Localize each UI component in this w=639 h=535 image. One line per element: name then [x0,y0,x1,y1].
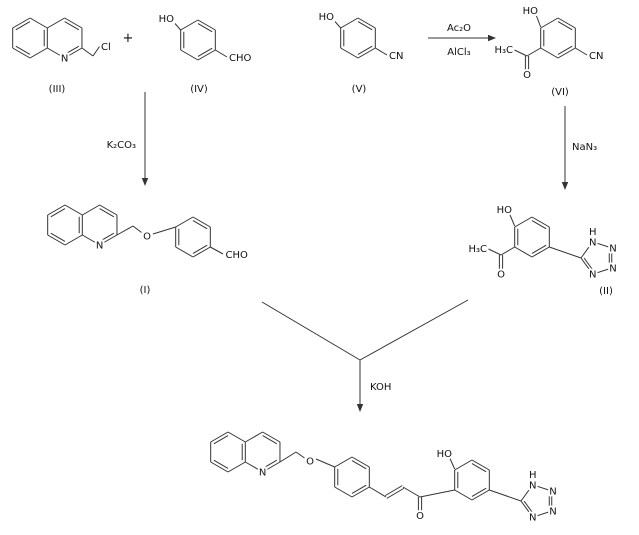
iv-ho-label: HO [159,14,175,25]
i-quinoline-n-label: N [96,241,103,252]
compound-iv-label: (IV) [190,84,208,95]
text-layer: Cl N + HO CHO HO CN HO CN H₃C O N O CHO … [47,4,619,526]
ii-methyl-label: H₃C [468,244,487,255]
product-tetrazole-n4-label: N [529,513,536,524]
product-ether-o-label: O [306,457,314,468]
vi-ho-label: HO [523,6,539,17]
reagent-nan3-label: NaN₃ [572,142,597,153]
product-tetrazole-n3-label: N [549,507,556,518]
iv-cho-label: CHO [229,53,252,64]
reagent-k2co3-label: K₂CO₃ [107,140,136,151]
product-tetrazole-n2-label: N [549,487,556,498]
ii-tetrazole-n2-label: N [609,244,616,255]
product-ho-label: HO [437,449,453,460]
ii-tetrazole-n3-label: N [609,264,616,275]
compound-iii-label: (III) [49,84,66,95]
reagent-alcl3-label: AlCl₃ [447,47,470,58]
bond-layer [12,15,613,518]
ii-ho-label: HO [497,205,513,216]
vi-cn-label: CN [589,51,603,62]
ii-tetrazole-n4-label: N [589,270,596,281]
product-tetrazole-n1-label: N [529,480,536,491]
compound-vi-label: (VI) [551,87,569,98]
reagent-ac2o-label: Ac₂O [447,23,471,34]
iii-cl-label: Cl [101,42,111,53]
vi-methyl-label: H₃C [494,45,513,56]
compound-i-label: (I) [140,285,151,296]
plus-sign: + [123,31,134,46]
ii-tetrazole-n1-label: N [589,237,596,248]
reagent-koh-label: KOH [370,382,391,393]
iii-quinoline-n-label: N [61,54,68,65]
ii-carbonyl-o-label: O [497,270,505,281]
product-quinoline-n-label: N [259,468,266,479]
ii-tetrazole-h-label: H [589,227,597,238]
i-ether-o-label: O [143,232,151,243]
v-ho-label: HO [319,12,335,23]
vi-carbonyl-o-label: O [523,70,531,81]
product-carbonyl-o-label: O [416,511,424,522]
compound-v-label: (V) [352,84,367,95]
product-tetrazole-h-label: H [529,470,537,481]
compound-ii-label: (II) [599,286,613,297]
v-cn-label: CN [389,51,403,62]
i-cho-label: CHO [226,250,249,261]
